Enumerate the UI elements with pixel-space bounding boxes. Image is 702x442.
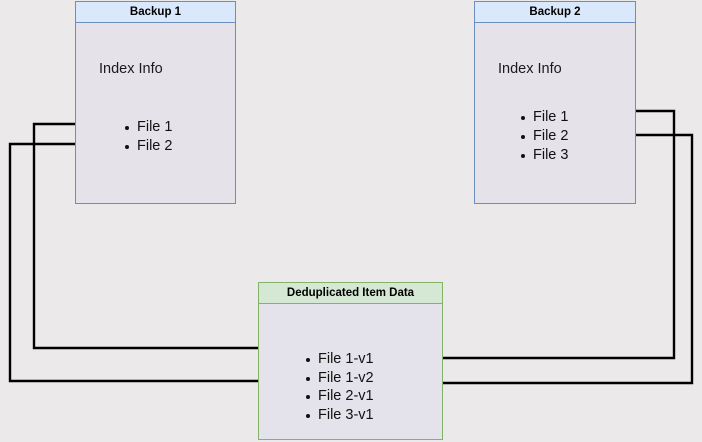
- node-backup-1-header: Backup 1: [76, 2, 235, 23]
- list-item: File 3-v1: [304, 406, 374, 425]
- node-backup-1-file-list: File 1 File 2: [123, 118, 172, 156]
- node-backup-1[interactable]: Backup 1 Index Info File 1 File 2: [75, 1, 236, 204]
- list-item: File 2: [123, 137, 172, 156]
- list-item: File 1-v2: [304, 369, 374, 388]
- node-backup-1-body: Index Info File 1 File 2: [76, 23, 235, 203]
- node-deduplicated-item-data-file-list: File 1-v1 File 1-v2 File 2-v1 File 3-v1: [304, 350, 374, 424]
- node-backup-2-file-list: File 1 File 2 File 3: [519, 108, 568, 165]
- node-deduplicated-item-data-body: File 1-v1 File 1-v2 File 2-v1 File 3-v1: [259, 304, 442, 439]
- node-backup-2-body: Index Info File 1 File 2 File 3: [475, 23, 635, 203]
- list-item: File 1: [519, 108, 568, 127]
- list-item: File 2-v1: [304, 387, 374, 406]
- node-backup-2[interactable]: Backup 2 Index Info File 1 File 2 File 3: [474, 1, 636, 204]
- node-backup-2-index-label: Index Info: [498, 61, 562, 77]
- list-item: File 3: [519, 146, 568, 165]
- node-deduplicated-item-data-header: Deduplicated Item Data: [259, 283, 442, 304]
- node-deduplicated-item-data[interactable]: Deduplicated Item Data File 1-v1 File 1-…: [258, 282, 443, 440]
- node-backup-1-index-label: Index Info: [99, 61, 163, 77]
- list-item: File 2: [519, 127, 568, 146]
- node-backup-2-header: Backup 2: [475, 2, 635, 23]
- list-item: File 1: [123, 118, 172, 137]
- list-item: File 1-v1: [304, 350, 374, 369]
